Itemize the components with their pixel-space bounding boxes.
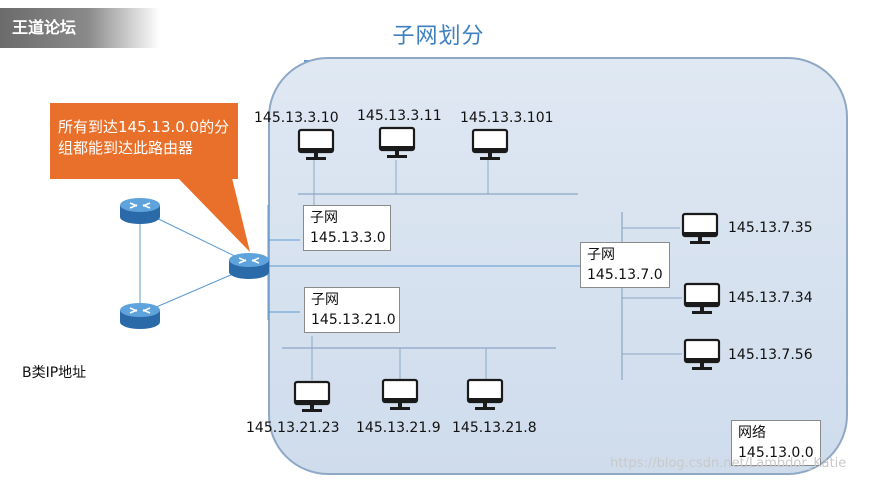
- desktop-computer-icon: [381, 378, 419, 410]
- subnet-label-address: 145.13.7.0: [587, 267, 663, 283]
- host-ip-label: 145.13.21.9: [356, 420, 441, 436]
- router-callout: 所有到达145.13.0.0的分组都能到达此路由器: [50, 103, 238, 179]
- forum-logo: 王道论坛: [0, 8, 160, 48]
- host-ip-label: 145.13.7.56: [728, 347, 813, 363]
- desktop-computer-icon: [683, 282, 721, 314]
- desktop-computer-icon: [297, 128, 335, 160]
- desktop-computer-icon: [293, 380, 331, 412]
- watermark: https://blog.csdn.net/Lambdor_Katie: [610, 456, 847, 471]
- router-icon: [229, 253, 269, 279]
- desktop-computer-icon: [471, 128, 509, 160]
- router-icon: [120, 303, 160, 329]
- subnet-label-address: 145.13.21.0: [311, 312, 396, 328]
- subnet-label-7: 子网 145.13.7.0: [580, 242, 670, 288]
- subnet-label-name: 子网: [587, 247, 615, 263]
- network-label-name: 网络: [738, 425, 766, 441]
- host-ip-label: 145.13.3.10: [254, 110, 339, 126]
- desktop-computer-icon: [378, 126, 416, 158]
- network-label-address: 145.13.0.0: [738, 445, 814, 461]
- desktop-computer-icon: [683, 338, 721, 370]
- subnet-label-name: 子网: [310, 210, 338, 226]
- router-icon: [120, 198, 160, 224]
- subnet-label-3: 子网 145.13.3.0: [303, 205, 391, 251]
- address-class-label: B类IP地址: [22, 365, 87, 381]
- host-ip-label: 145.13.7.34: [728, 290, 813, 306]
- host-ip-label: 145.13.7.35: [728, 220, 813, 236]
- host-ip-label: 145.13.3.101: [460, 110, 554, 126]
- desktop-computer-icon: [681, 212, 719, 244]
- host-ip-label: 145.13.21.23: [246, 420, 340, 436]
- host-ip-label: 145.13.3.11: [357, 108, 442, 124]
- subnet-label-21: 子网 145.13.21.0: [304, 287, 400, 333]
- desktop-computer-icon: [466, 378, 504, 410]
- host-ip-label: 145.13.21.8: [452, 420, 537, 436]
- slide-title: 子网划分: [392, 24, 485, 49]
- network-label: 网络 145.13.0.0: [731, 420, 821, 466]
- subnet-label-name: 子网: [311, 292, 339, 308]
- subnet-label-address: 145.13.3.0: [310, 230, 386, 246]
